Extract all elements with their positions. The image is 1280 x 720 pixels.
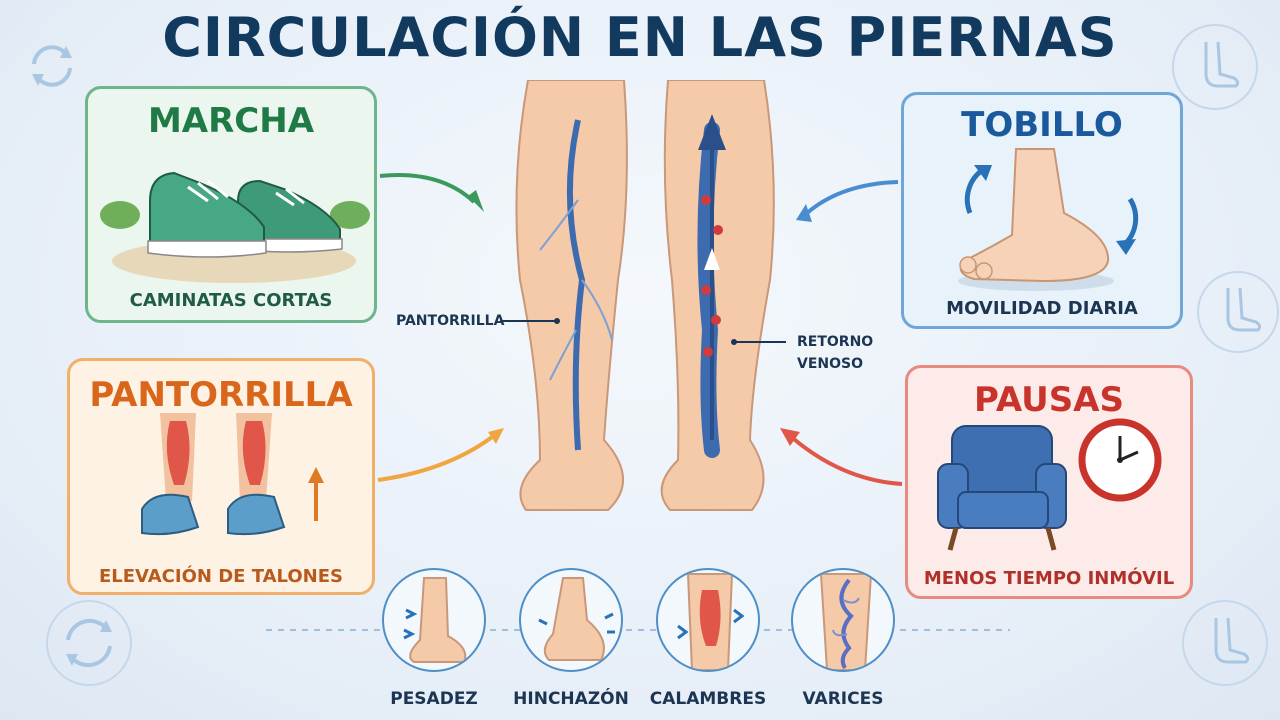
symptom-hinchazon-icon [519,568,623,672]
symptom-label: HINCHAZÓN [513,689,629,709]
card-title: MARCHA [147,101,315,141]
card-caption: MOVILIDAD DIARIA [946,298,1138,319]
card-title: TOBILLO [961,105,1123,145]
symptom-label: VARICES [802,689,884,709]
card-tobillo: TOBILLO MOVILIDAD DIARIA [901,92,1183,329]
sneakers-icon [100,171,370,283]
foot-icon [958,148,1139,291]
symptom-pesadez-icon [382,568,486,672]
card-caption: CAMINATAS CORTAS [129,290,333,311]
label-pantorrilla: PANTORRILLA [396,313,505,329]
symptom-varices-icon [791,568,895,672]
armchair-icon [937,425,1067,551]
symptom-calambres-icon [656,568,760,672]
symptom-label: CALAMBRES [649,689,767,709]
foot-icon [1197,271,1279,353]
card-pausas: PAUSAS MENOS TIEMPO INMÓVIL [905,365,1193,599]
card-caption: ELEVACIÓN DE TALONES [98,566,343,587]
card-pantorrilla: PANTORRILLA ELEVACIÓN DE TALONES [67,358,375,595]
card-marcha: MARCHA CAMINATAS CORTAS [85,86,377,323]
cycle-arrows-icon [32,45,72,87]
card-caption: MENOS TIEMPO INMÓVIL [923,568,1175,589]
foot-icon [1172,24,1258,110]
foot-icon [1182,600,1268,686]
calf-muscle-icon [141,413,324,536]
card-title: PANTORRILLA [89,375,353,415]
label-retorno: RETORNO [797,334,874,350]
cycle-arrows-icon [46,600,132,686]
symptom-label: PESADEZ [390,689,478,709]
legs-illustration [515,80,775,511]
card-title: PAUSAS [974,380,1124,420]
page-title: CIRCULACIÓN EN LAS PIERNAS [162,6,1118,69]
label-venoso: VENOSO [797,356,864,372]
